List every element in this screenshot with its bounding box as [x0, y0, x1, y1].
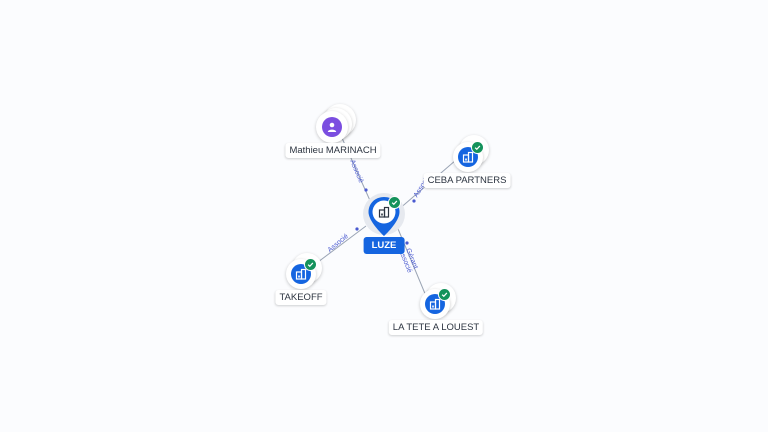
- central-node-label: LUZE: [363, 237, 405, 254]
- node-label: CEBA PARTNERS: [423, 173, 511, 188]
- verified-check-icon: [438, 288, 451, 301]
- edge-arrow-mathieu: [364, 188, 368, 192]
- node-label: LA TETE A LOUEST: [388, 320, 484, 335]
- edge-latete-luze: [395, 223, 427, 297]
- verified-check-icon: [471, 141, 484, 154]
- edge-arrow-takeoff: [355, 227, 359, 231]
- company-node-circle: [286, 259, 316, 289]
- node-label: TAKEOFF: [275, 290, 327, 305]
- company-icon: [378, 206, 390, 218]
- verified-check-icon: [388, 196, 401, 209]
- edge-arrow-latete: [405, 241, 409, 245]
- edge-arrow-ceba: [412, 199, 416, 203]
- verified-check-icon: [304, 258, 317, 271]
- node-label: Mathieu MARINACH: [285, 143, 381, 158]
- person-node-circle: [316, 111, 348, 143]
- person-icon: [322, 117, 342, 137]
